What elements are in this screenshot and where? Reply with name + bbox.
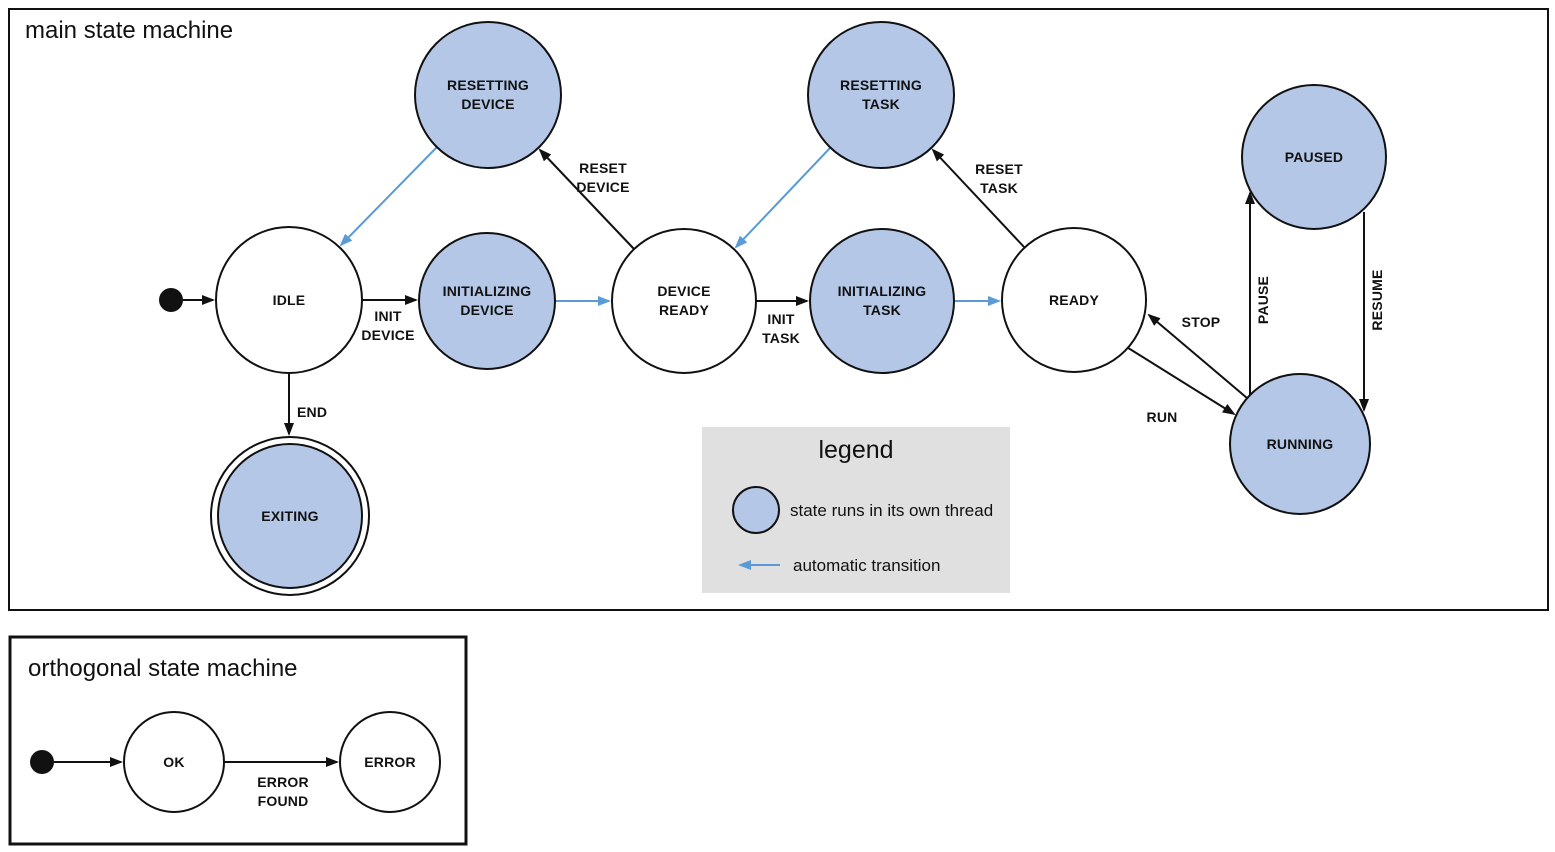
svg-text:INIT: INIT bbox=[374, 308, 401, 324]
main-frame bbox=[8, 8, 1549, 611]
orthogonal-initial-state-dot bbox=[30, 750, 54, 774]
transition-reset-task-label: RESET TASK bbox=[975, 161, 1023, 196]
state-paused: PAUSED bbox=[1241, 84, 1387, 230]
transition-end-label: END bbox=[297, 404, 327, 420]
transition-auto-resettask-to-deviceready-arrow bbox=[734, 147, 831, 249]
state-idle-circle bbox=[215, 226, 363, 374]
transition-reset-task-arrow bbox=[931, 148, 1026, 249]
state-ready: READY bbox=[1001, 227, 1147, 373]
legend-thread-label: state runs in its own thread bbox=[790, 501, 993, 520]
legend-auto-label: automatic transition bbox=[793, 556, 940, 575]
state-initializing-device: INITIALIZING DEVICE bbox=[418, 232, 556, 370]
svg-text:RESETTING: RESETTING bbox=[447, 77, 529, 93]
state-ok: OK bbox=[123, 711, 225, 813]
state-running-circle bbox=[1229, 373, 1371, 515]
transition-error-found-label: ERROR FOUND bbox=[257, 774, 309, 809]
orthogonal-machine: orthogonal state machine ERROR FOUND OK … bbox=[8, 635, 468, 846]
svg-text:RESET: RESET bbox=[579, 160, 627, 176]
orthogonal-frame bbox=[8, 635, 468, 846]
svg-text:READY: READY bbox=[659, 302, 709, 318]
svg-text:DEVICE: DEVICE bbox=[460, 302, 513, 318]
svg-text:READY: READY bbox=[1049, 292, 1099, 308]
transition-init-device-label: INIT DEVICE bbox=[361, 308, 414, 343]
state-ok-circle bbox=[123, 711, 225, 813]
transition-resume-label: RESUME bbox=[1369, 269, 1385, 330]
transition-init-task-label: INIT TASK bbox=[762, 311, 800, 346]
state-resetting-device: RESETTING DEVICE bbox=[414, 21, 562, 169]
state-initializing-task-circle bbox=[809, 228, 955, 374]
transition-run-label: RUN bbox=[1147, 409, 1178, 425]
svg-text:PAUSED: PAUSED bbox=[1285, 149, 1344, 165]
state-device-ready-circle bbox=[611, 228, 757, 374]
state-idle: IDLE bbox=[215, 226, 363, 374]
svg-text:DEVICE: DEVICE bbox=[657, 283, 710, 299]
svg-text:OK: OK bbox=[163, 754, 184, 770]
state-running: RUNNING bbox=[1229, 373, 1371, 515]
orthogonal-title: orthogonal state machine bbox=[28, 655, 298, 682]
svg-text:IDLE: IDLE bbox=[273, 292, 306, 308]
legend-thread-state-icon bbox=[732, 486, 780, 534]
svg-text:TASK: TASK bbox=[980, 180, 1018, 196]
transition-run-arrow bbox=[1124, 345, 1236, 416]
transition-reset-device-arrow bbox=[538, 148, 635, 250]
state-initializing-task: INITIALIZING TASK bbox=[809, 228, 955, 374]
svg-text:ERROR: ERROR bbox=[257, 774, 309, 790]
main-title: main state machine bbox=[25, 17, 233, 44]
transition-stop-arrow bbox=[1147, 313, 1248, 399]
svg-text:EXITING: EXITING bbox=[261, 508, 318, 524]
svg-text:DEVICE: DEVICE bbox=[361, 327, 414, 343]
initial-state-dot bbox=[159, 288, 183, 312]
transition-pause-label: PAUSE bbox=[1255, 276, 1271, 324]
svg-text:TASK: TASK bbox=[762, 330, 800, 346]
state-error-circle bbox=[339, 711, 441, 813]
svg-text:INITIALIZING: INITIALIZING bbox=[838, 283, 927, 299]
state-resetting-device-circle bbox=[414, 21, 562, 169]
transition-auto-resetdevice-to-idle-arrow bbox=[339, 146, 438, 247]
svg-text:DEVICE: DEVICE bbox=[461, 96, 514, 112]
state-exiting-circle bbox=[217, 443, 363, 589]
legend: legend state runs in its own thread auto… bbox=[702, 427, 1010, 593]
state-resetting-task: RESETTING TASK bbox=[807, 21, 955, 169]
svg-text:ERROR: ERROR bbox=[364, 754, 416, 770]
state-error: ERROR bbox=[339, 711, 441, 813]
state-resetting-task-circle bbox=[807, 21, 955, 169]
svg-text:INIT: INIT bbox=[767, 311, 794, 327]
state-ready-circle bbox=[1001, 227, 1147, 373]
transition-stop-label: STOP bbox=[1182, 314, 1221, 330]
state-device-ready: DEVICE READY bbox=[611, 228, 757, 374]
svg-text:FOUND: FOUND bbox=[258, 793, 309, 809]
state-paused-circle bbox=[1241, 84, 1387, 230]
svg-text:DEVICE: DEVICE bbox=[576, 179, 629, 195]
legend-title: legend bbox=[818, 436, 893, 464]
transition-reset-device-label: RESET DEVICE bbox=[576, 160, 629, 195]
svg-text:TASK: TASK bbox=[863, 302, 901, 318]
svg-text:RESET: RESET bbox=[975, 161, 1023, 177]
svg-text:RESETTING: RESETTING bbox=[840, 77, 922, 93]
svg-text:RUNNING: RUNNING bbox=[1267, 436, 1334, 452]
svg-text:INITIALIZING: INITIALIZING bbox=[443, 283, 532, 299]
state-initializing-device-circle bbox=[418, 232, 556, 370]
state-exiting-final: EXITING bbox=[210, 436, 370, 596]
svg-text:TASK: TASK bbox=[862, 96, 900, 112]
